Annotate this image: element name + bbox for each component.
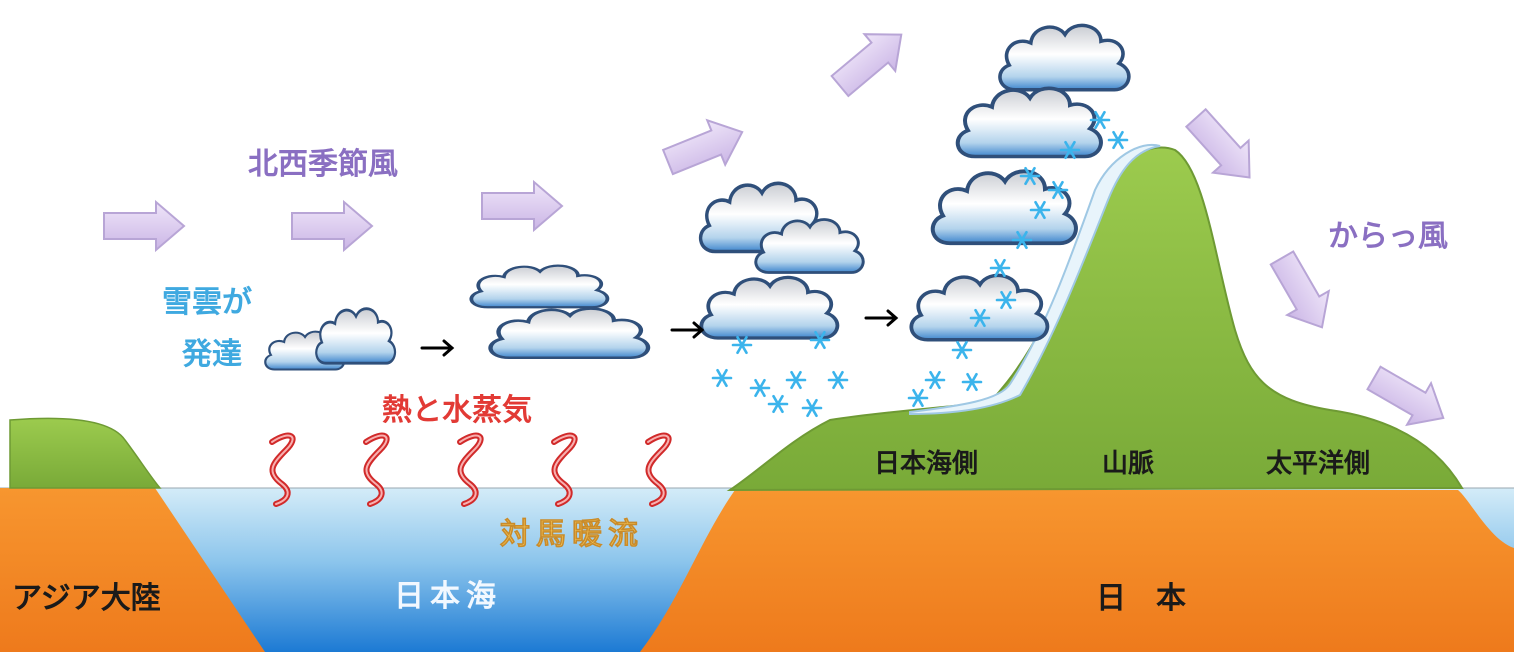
cloud-icon <box>699 275 840 340</box>
cloud-icon <box>469 263 610 310</box>
snowflake-icon <box>907 388 929 408</box>
sea-side-label: 日本海側 <box>874 449 978 479</box>
wind-arrow-icon <box>658 108 753 186</box>
wind-arrow-icon <box>1260 245 1344 341</box>
asia-label: アジア大陸 <box>12 581 161 616</box>
small-arrow-icon <box>670 321 705 339</box>
snowflake-icon <box>827 370 849 390</box>
snowflake-icon <box>767 394 789 414</box>
heat-vapor-label: 熱と水蒸気 <box>382 393 532 428</box>
snowflake-icon <box>711 368 733 388</box>
cloud-icon <box>998 23 1131 92</box>
cloud-develop-label-line2: 発達 <box>181 337 242 372</box>
cloud-icon <box>909 273 1050 342</box>
small-arrow-icon <box>420 339 455 357</box>
snowflake-icon <box>989 258 1011 278</box>
cloud-icon <box>314 307 397 365</box>
wind-arrow-icon <box>481 181 563 231</box>
wind-arrow-icon <box>103 201 185 251</box>
snowflake-icon <box>951 340 973 360</box>
mountains-label: 山脈 <box>1102 449 1154 479</box>
asia-continent-ground <box>0 488 265 652</box>
current-label: 対馬暖流 <box>500 517 644 552</box>
cloud-icon <box>955 86 1103 159</box>
snow-slope <box>909 143 1161 416</box>
cloud-icon <box>491 309 649 358</box>
snowflake-icon <box>924 370 946 390</box>
monsoon-label: 北西季節風 <box>248 147 398 182</box>
small-arrow-icon <box>864 309 899 327</box>
japan-label: 日 本 <box>1096 581 1186 616</box>
snowflake-icon <box>785 370 807 390</box>
snowflake-icon <box>961 372 983 392</box>
japan-ground <box>640 490 1514 652</box>
snowflake-icon <box>801 398 823 418</box>
karakkaze-label: からっ風 <box>1328 219 1448 254</box>
sea-label: 日本海 <box>394 579 502 614</box>
wind-arrow-icon <box>291 201 373 251</box>
cloud-develop-label-line1: 雪雲が <box>162 285 252 320</box>
snowflake-icon <box>1107 130 1129 150</box>
wind-arrow-icon <box>823 15 918 106</box>
snowflake-icon <box>749 378 771 398</box>
pacific-side-label: 太平洋側 <box>1266 448 1370 479</box>
asia-continent-grass <box>9 417 162 489</box>
